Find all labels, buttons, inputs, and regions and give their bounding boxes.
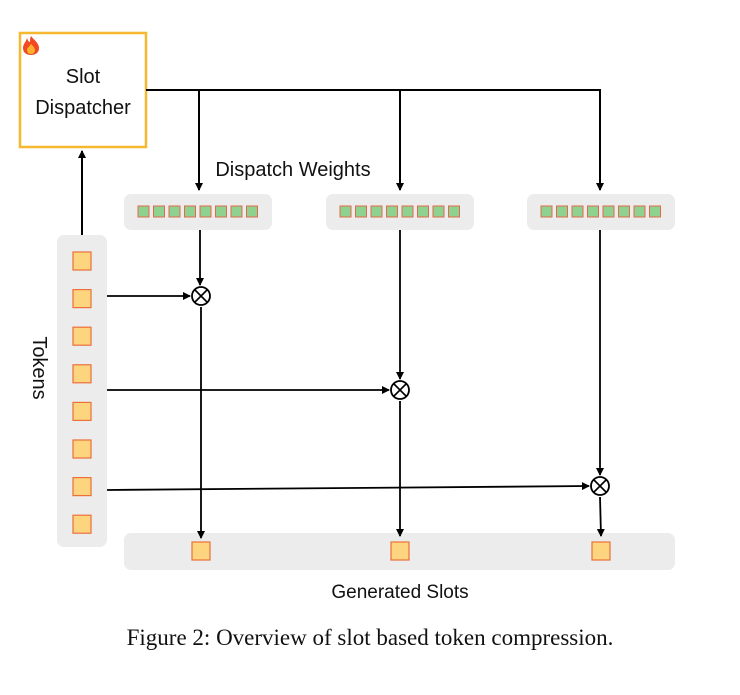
weight-cell [137,205,150,218]
slot-dispatcher-box: Slot Dispatcher [18,31,148,149]
weight-cell [153,205,165,218]
weight-cell [633,205,646,218]
weight-cell [370,205,383,218]
token-1 [72,251,92,271]
weight-panel [527,194,675,230]
slot-2 [390,541,410,561]
weight-cell [168,205,181,218]
weight-cell [540,205,553,218]
weight-cell [448,205,460,218]
weight-panel [124,194,272,230]
weight-vector-2 [326,194,474,230]
token-list [72,251,92,534]
token-3 [72,326,92,346]
weight-cell [184,205,196,218]
multiply-node-3 [590,476,610,496]
fire-icon [23,36,39,55]
weight-cell [199,205,212,218]
weight-cell [401,205,414,218]
dispatch-weights-label: Dispatch Weights [215,159,370,181]
weight-cell [417,205,429,218]
token-7 [72,477,92,497]
weight-cell [432,205,445,218]
weight-cell [602,205,615,218]
multiply-node-2 [390,380,410,400]
dispatch-weight-vectors [124,194,675,230]
weight-vector-1 [124,194,272,230]
weight-cell [386,205,398,218]
weight-cell [339,205,352,218]
weight-cell [556,205,568,218]
token-5 [72,401,92,421]
weight-cell [649,205,661,218]
token-2 [72,289,92,309]
generated-slots-label: Generated Slots [331,582,468,603]
dispatcher-connections [78,89,604,235]
tokens-label: Tokens [28,336,50,399]
token-8 [72,514,92,534]
multiply-node-1 [191,286,211,306]
token-4 [72,364,92,384]
generated-slots-panel [124,533,675,570]
weight-cell [355,205,367,218]
flow-arrows [106,230,605,539]
weight-cell [618,205,630,218]
dispatcher-label-line1: Slot [66,66,101,88]
tokens-panel [57,235,107,547]
token-6 [72,439,92,459]
slot-1 [191,541,211,561]
weight-cell [215,205,227,218]
weight-vector-3 [527,194,675,230]
dispatcher-label-line2: Dispatcher [35,97,131,119]
slot-3 [591,541,611,561]
weight-cell [246,205,258,218]
weight-panel [326,194,474,230]
weight-cell [587,205,599,218]
weight-cell [571,205,584,218]
slot-list [191,541,611,561]
figure-caption: Figure 2: Overview of slot based token c… [126,625,614,650]
weight-cell [230,205,243,218]
